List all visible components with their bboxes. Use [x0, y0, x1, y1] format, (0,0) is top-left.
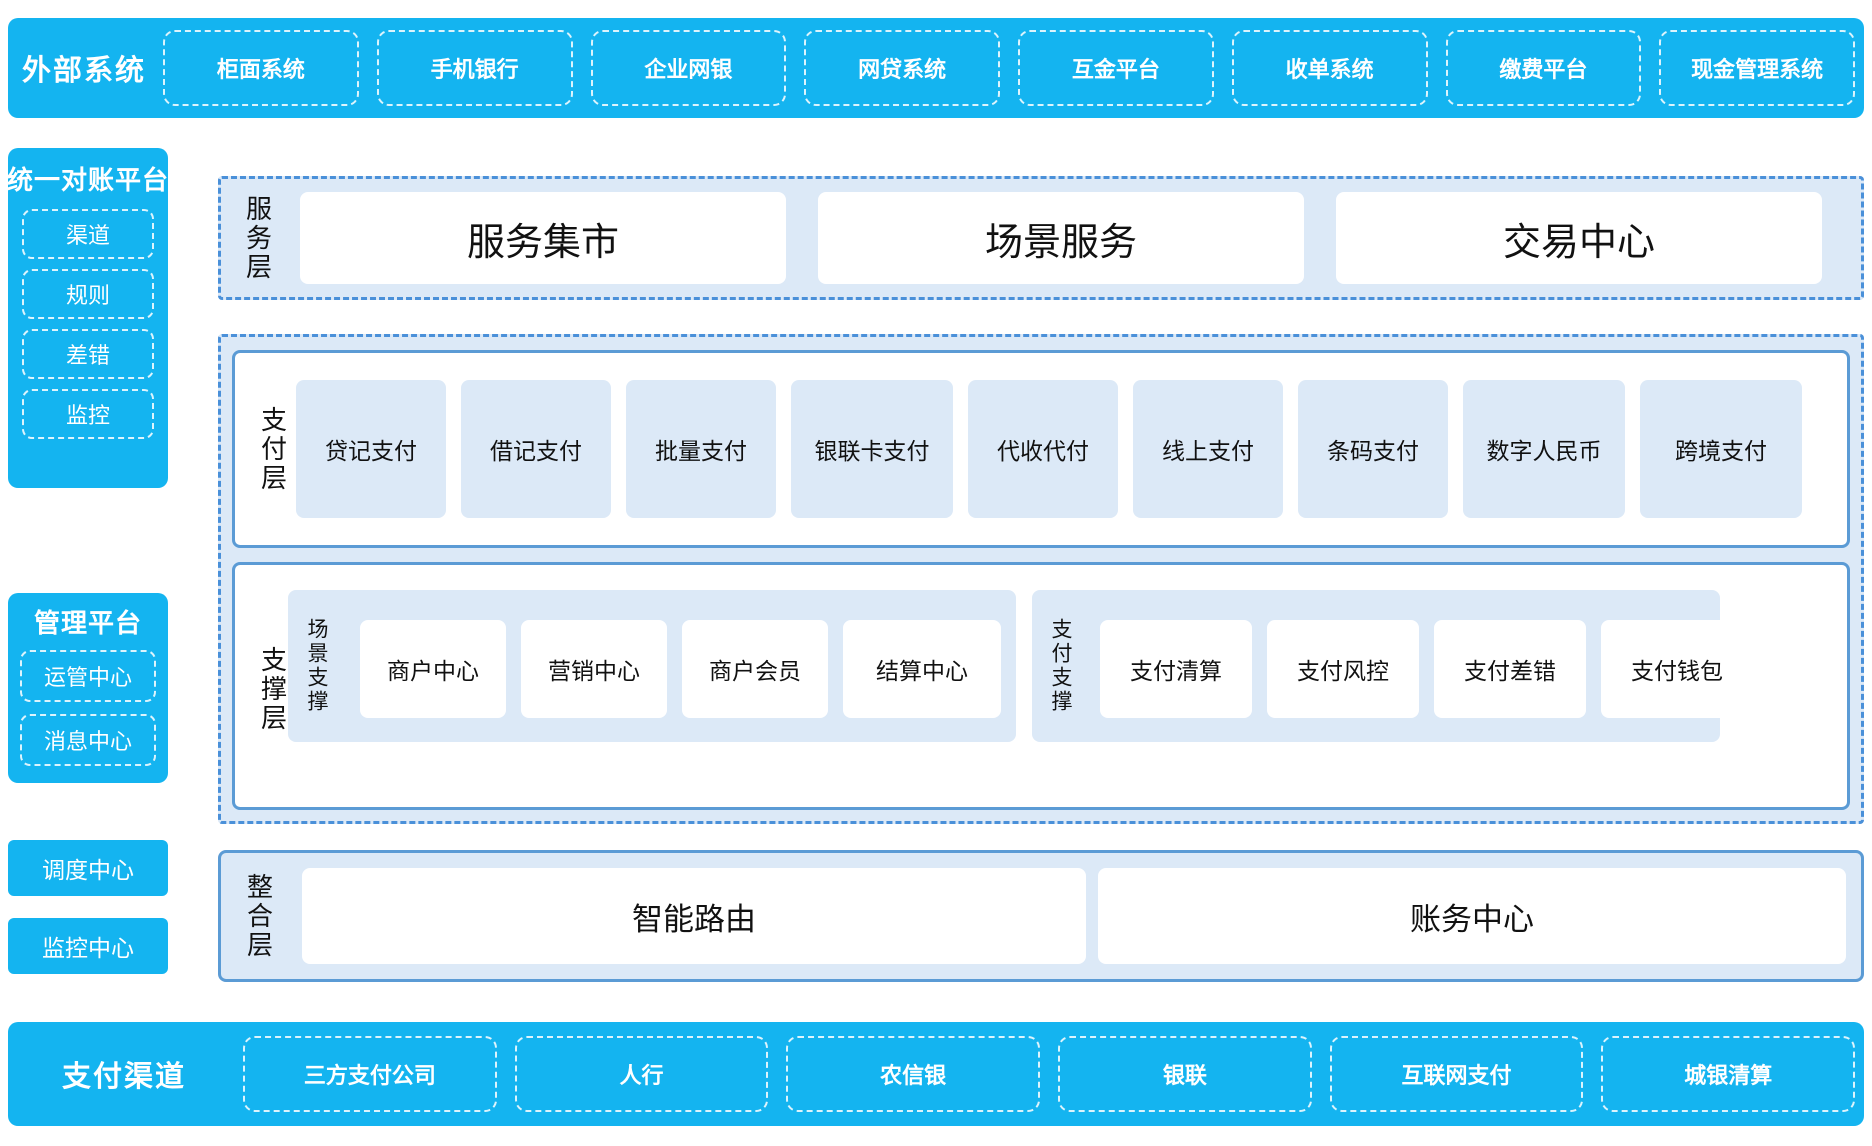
- reconciliation-item-channel[interactable]: 渠道: [22, 209, 154, 259]
- payment-channel-chip[interactable]: 人行: [514, 1036, 769, 1112]
- payment-channels-title: 支付渠道: [61, 1061, 186, 1093]
- scheduling-center-box[interactable]: 调度中心: [8, 840, 168, 896]
- management-item-operations-center[interactable]: 运管中心: [20, 650, 156, 702]
- monitoring-center-box[interactable]: 监控中心: [8, 918, 168, 974]
- payment-card-barcode[interactable]: 条码支付: [1298, 380, 1448, 518]
- service-card-transaction[interactable]: 交易中心: [1336, 192, 1822, 284]
- payment-card-unionpay[interactable]: 银联卡支付: [791, 380, 953, 518]
- payment-card-digital-rmb[interactable]: 数字人民币: [1463, 380, 1625, 518]
- payment-card-debit[interactable]: 借记支付: [461, 380, 611, 518]
- payment-channel-chip[interactable]: 三方支付公司: [243, 1036, 497, 1112]
- payment-support-card-wallet[interactable]: 支付钱包: [1601, 620, 1753, 718]
- payment-support-label: 支付支撑: [1049, 618, 1072, 714]
- payment-support-card-clearing[interactable]: 支付清算: [1100, 620, 1252, 718]
- service-card-scenario[interactable]: 场景服务: [818, 192, 1304, 284]
- management-platform-title: 管理平台: [33, 608, 142, 638]
- reconciliation-item-monitor[interactable]: 监控: [22, 389, 154, 439]
- payment-channel-chip[interactable]: 城银清算: [1601, 1036, 1856, 1112]
- external-system-chip[interactable]: 现金管理系统: [1659, 30, 1855, 106]
- external-system-chip[interactable]: 手机银行: [376, 30, 573, 106]
- reconciliation-item-error[interactable]: 差错: [22, 329, 154, 379]
- external-systems-chip-row: 柜面系统 手机银行 企业网银 网贷系统 互金平台 收单系统 缴费平台 现金管理系…: [154, 18, 1864, 118]
- integration-card-accounting-center[interactable]: 账务中心: [1098, 868, 1846, 964]
- integration-card-smart-routing[interactable]: 智能路由: [302, 868, 1086, 964]
- payment-channels-chip-row: 三方支付公司 人行 农信银 银联 互联网支付 城银清算: [234, 1022, 1864, 1126]
- payment-card-cross-border[interactable]: 跨境支付: [1640, 380, 1802, 518]
- external-system-chip[interactable]: 柜面系统: [163, 30, 359, 106]
- management-item-message-center[interactable]: 消息中心: [20, 714, 156, 766]
- service-layer-label: 服务层: [242, 194, 273, 282]
- external-system-chip[interactable]: 企业网银: [590, 30, 787, 106]
- scene-support-card-merchant-center[interactable]: 商户中心: [360, 620, 506, 718]
- support-layer-label: 支撑层: [257, 645, 288, 733]
- scene-support-card-settlement-center[interactable]: 结算中心: [843, 620, 1001, 718]
- payment-channel-chip[interactable]: 银联: [1058, 1036, 1312, 1112]
- integration-layer-label: 整合层: [243, 872, 274, 960]
- payment-card-batch[interactable]: 批量支付: [626, 380, 776, 518]
- scene-support-card-marketing-center[interactable]: 营销中心: [521, 620, 667, 718]
- external-system-chip[interactable]: 网贷系统: [804, 30, 1000, 106]
- reconciliation-platform-title: 统一对账平台: [7, 165, 170, 195]
- external-system-chip[interactable]: 收单系统: [1231, 30, 1428, 106]
- external-systems-bar: 外部系统 柜面系统 手机银行 企业网银 网贷系统 互金平台 收单系统 缴费平台 …: [8, 18, 1864, 118]
- payment-card-online[interactable]: 线上支付: [1133, 380, 1283, 518]
- external-system-chip[interactable]: 缴费平台: [1445, 30, 1642, 106]
- payment-channel-chip[interactable]: 农信银: [786, 1036, 1041, 1112]
- external-systems-title: 外部系统: [21, 55, 146, 87]
- external-system-chip[interactable]: 互金平台: [1018, 30, 1214, 106]
- scene-support-card-merchant-member[interactable]: 商户会员: [682, 620, 828, 718]
- payment-layer-label: 支付层: [257, 405, 288, 493]
- payment-channels-bar: 支付渠道 三方支付公司 人行 农信银 银联 互联网支付 城银清算: [8, 1022, 1864, 1126]
- reconciliation-platform-panel: 统一对账平台 渠道 规则 差错 监控: [7, 148, 170, 488]
- service-card-market[interactable]: 服务集市: [300, 192, 786, 284]
- reconciliation-item-rule[interactable]: 规则: [22, 269, 154, 319]
- management-platform-panel: 管理平台 运管中心 消息中心: [8, 593, 168, 783]
- scene-support-label: 场景支撑: [305, 618, 328, 714]
- payment-support-card-error[interactable]: 支付差错: [1434, 620, 1586, 718]
- payment-card-credit[interactable]: 贷记支付: [296, 380, 446, 518]
- payment-card-collection-payment[interactable]: 代收代付: [968, 380, 1118, 518]
- payment-support-card-risk-control[interactable]: 支付风控: [1267, 620, 1419, 718]
- payment-channel-chip[interactable]: 互联网支付: [1329, 1036, 1584, 1112]
